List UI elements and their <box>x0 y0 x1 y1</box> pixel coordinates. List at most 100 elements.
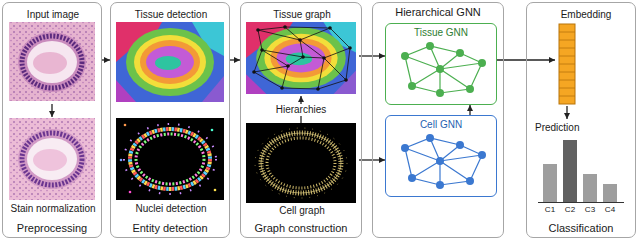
flow-arrow <box>102 59 110 60</box>
prediction-chart: PredictionC1C2C3C4 <box>533 119 631 219</box>
node-label: Nuclei detection <box>135 202 206 215</box>
cell-edges <box>261 133 341 193</box>
nuclei-ring <box>130 129 210 189</box>
node-label: Cell GNN <box>420 118 462 131</box>
graph-node <box>256 28 260 32</box>
label-holder: C2 <box>560 204 580 215</box>
node-label: Tissue graph <box>273 8 330 21</box>
lumen-content <box>33 52 67 74</box>
tissue-texture <box>9 118 95 200</box>
stage-label: Classification <box>549 221 614 235</box>
lumen-content <box>33 149 67 171</box>
graph-node <box>298 38 302 42</box>
nucleus <box>129 191 132 194</box>
stage-panel: Preprocessing Input imageStain normalizat… <box>2 2 102 238</box>
node-label: Cell graph <box>279 204 325 217</box>
nuclei-ring <box>136 134 204 184</box>
graph-node <box>286 64 290 68</box>
vector-cells <box>559 32 575 96</box>
flow-arrow <box>51 104 52 117</box>
image-panel: Cell graph <box>245 123 359 219</box>
bar <box>603 184 617 202</box>
tissue-ground <box>9 118 95 200</box>
label-holder: C3 <box>580 204 600 215</box>
nucleus <box>211 129 214 132</box>
label-holder: C4 <box>600 204 620 215</box>
nuclei-image <box>116 118 224 200</box>
node-label: Stain normalization <box>10 202 95 215</box>
bar <box>543 164 557 202</box>
graph-node <box>348 46 352 50</box>
node-label: Prediction <box>535 121 579 134</box>
nucleus <box>120 159 123 162</box>
tissue-network <box>401 42 486 97</box>
nucleus <box>124 124 127 127</box>
stage-label: Hierarchical GNN <box>395 5 481 19</box>
tissue-map <box>116 22 224 102</box>
tissue-texture <box>9 22 95 101</box>
edge-label-holder: Hierarchies <box>274 104 329 116</box>
cell-edges <box>267 138 335 188</box>
image-panel: Stain normalization <box>8 117 98 217</box>
embedding-box: Embedding <box>555 6 617 106</box>
stage-label: Graph construction <box>255 221 348 235</box>
bar <box>563 140 577 202</box>
normalized-image <box>9 118 95 200</box>
flow-arrow <box>469 105 470 115</box>
nuclei-ground <box>116 118 224 200</box>
lumen <box>27 138 77 180</box>
graph-node <box>328 26 332 30</box>
gnn-box: Tissue GNN <box>385 23 497 105</box>
stage-panel: Graph construction Tissue graphCell graph <box>240 2 362 238</box>
vector-bar <box>559 24 575 104</box>
image-panel: Tissue detection <box>115 6 227 104</box>
stage-panel: Hierarchical GNN Tissue GNN Cell GNN <box>372 2 504 238</box>
nuclei-ring <box>130 129 210 189</box>
flow-arrow <box>566 106 567 119</box>
stage-panel: Classification EmbeddingPredictionC1C2C3C… <box>526 2 636 238</box>
nucleus <box>214 189 217 192</box>
graph-node <box>322 56 326 60</box>
bar <box>583 174 597 202</box>
node-label: Tissue GNN <box>414 26 468 39</box>
image-panel: Nuclei detection <box>115 117 227 217</box>
image-panel: Tissue graph <box>245 6 359 96</box>
class-label: C1 <box>540 204 560 215</box>
bar-chart <box>538 140 624 203</box>
tissue-graph-overlay <box>252 25 352 91</box>
he-image <box>9 22 95 101</box>
stage-label: Preprocessing <box>17 221 87 235</box>
nuclei-ring <box>22 133 82 185</box>
node-label: Input image <box>27 8 79 21</box>
image-panel: Input image <box>8 6 98 104</box>
gnn-box: Cell GNN <box>385 115 497 197</box>
graph-node <box>252 70 256 74</box>
nuclei-ring <box>136 134 204 184</box>
graph-node <box>301 55 305 59</box>
node-label: Embedding <box>561 8 612 21</box>
nuclei-ring <box>124 124 216 194</box>
embedding-vector <box>559 24 575 104</box>
cell-edges <box>255 128 347 198</box>
nuclei-ring <box>22 36 82 88</box>
graph-node <box>280 86 284 90</box>
label-holder: C1 <box>540 204 560 215</box>
class-label: C3 <box>580 204 600 215</box>
flow-arrow <box>230 59 240 60</box>
lumen <box>27 41 77 83</box>
class-label: C4 <box>600 204 620 215</box>
node-label: Tissue detection <box>135 8 207 21</box>
tissue-map <box>246 22 356 94</box>
axis-line <box>538 202 624 203</box>
class-label: C2 <box>560 204 580 215</box>
tissue-ground <box>9 22 95 101</box>
graph-edges <box>254 27 350 89</box>
graph-node <box>260 48 264 52</box>
gland <box>18 129 86 189</box>
edge-label: Hierarchies <box>274 104 329 116</box>
cell-graph-ground <box>246 123 356 203</box>
graph-node <box>344 78 348 82</box>
stage-panel: Entity detectionTissue detectionNuclei d… <box>110 2 230 238</box>
nuclei-ring <box>130 129 210 189</box>
